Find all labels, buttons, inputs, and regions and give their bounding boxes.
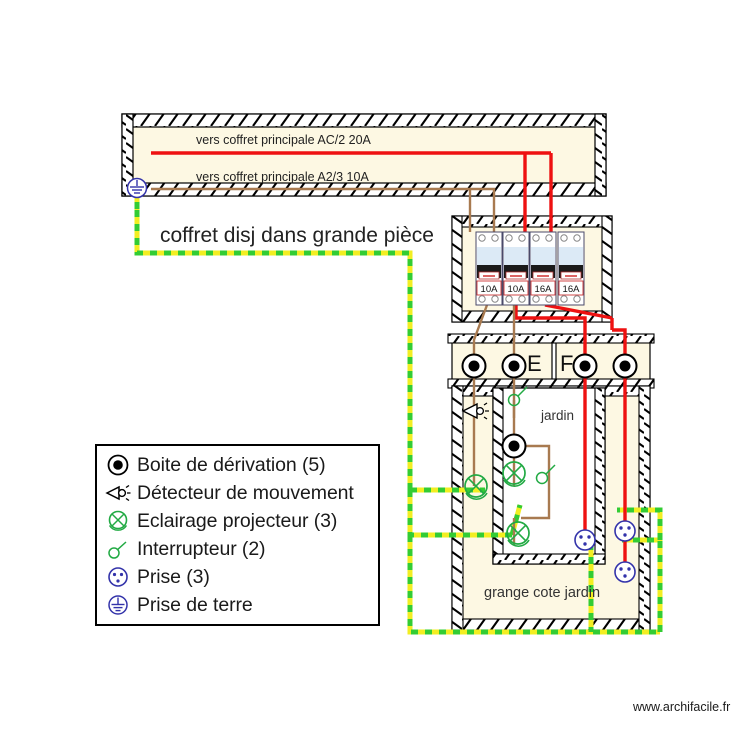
legend-label-junction-box: Boite de dérivation (5) [137, 453, 326, 476]
legend-label-motion-detector: Détecteur de mouvement [137, 481, 354, 504]
earth-ground-icon [126, 177, 148, 199]
junction-box-5[interactable] [501, 433, 527, 459]
breaker-rating-2: 10A [508, 284, 526, 295]
footer-url: www.archifacile.fr [633, 700, 731, 714]
jardin-label: jardin [541, 408, 575, 423]
switch-icon [103, 536, 133, 562]
socket-1[interactable] [574, 529, 596, 551]
room-junction-band [447, 333, 655, 389]
feed-label-a23: vers coffret principale A2/3 10A [196, 170, 369, 184]
breaker-1[interactable]: 10A [475, 231, 503, 306]
wire-brown-network [151, 187, 551, 545]
junction-box-4[interactable] [612, 353, 638, 379]
legend-item-earth-ground: Prise de terre [103, 591, 378, 619]
breaker-3[interactable]: 16A [529, 231, 557, 306]
legend-item-floodlight: Eclairage projecteur (3) [103, 507, 378, 535]
legend-item-motion-detector: Détecteur de mouvement [103, 479, 378, 507]
legend-label-earth-ground: Prise de terre [137, 593, 253, 616]
switch-2[interactable] [535, 464, 556, 485]
breaker-group[interactable]: 10A 10A [475, 231, 585, 306]
switch-1[interactable] [507, 386, 528, 407]
floodlight-1[interactable] [464, 474, 488, 500]
legend-label-floodlight: Eclairage projecteur (3) [137, 509, 338, 532]
feed-label-ac: vers coffret principale AC/2 20A [196, 133, 371, 147]
socket-icon [103, 564, 133, 590]
junction-box-2[interactable] [501, 353, 527, 379]
junction-box-3[interactable] [572, 353, 598, 379]
box-label-f: F [560, 351, 574, 376]
socket-3[interactable] [614, 561, 636, 583]
earth-ground-icon [103, 592, 133, 618]
box-label-e: E [527, 351, 542, 376]
socket-2[interactable] [614, 520, 636, 542]
breaker-rating-1: 10A [481, 284, 499, 295]
junction-box-icon [103, 452, 133, 478]
legend-item-switch: Interrupteur (2) [103, 535, 378, 563]
breaker-rating-4: 16A [563, 284, 581, 295]
coffret-label: coffret disj dans grande pièce [160, 224, 434, 247]
floodlight-3[interactable] [506, 521, 530, 547]
breaker-2[interactable]: 10A [502, 231, 530, 306]
junction-box-1[interactable] [461, 353, 487, 379]
breaker-rating-3: 16A [535, 284, 553, 295]
floodlight-icon [103, 508, 133, 534]
grange-label: grange cote jardin [484, 585, 601, 601]
floodlight-2[interactable] [502, 461, 526, 487]
motion-detector-icon [103, 480, 133, 506]
legend-item-junction-box: Boite de dérivation (5) [103, 451, 378, 479]
motion-detector-icon[interactable] [461, 402, 489, 420]
breaker-4[interactable]: 16A [557, 231, 585, 306]
legend-box: Boite de dérivation (5) Détecteur de mou… [95, 444, 380, 626]
legend-label-switch: Interrupteur (2) [137, 537, 266, 560]
legend-item-socket: Prise (3) [103, 563, 378, 591]
legend-label-socket: Prise (3) [137, 565, 210, 588]
